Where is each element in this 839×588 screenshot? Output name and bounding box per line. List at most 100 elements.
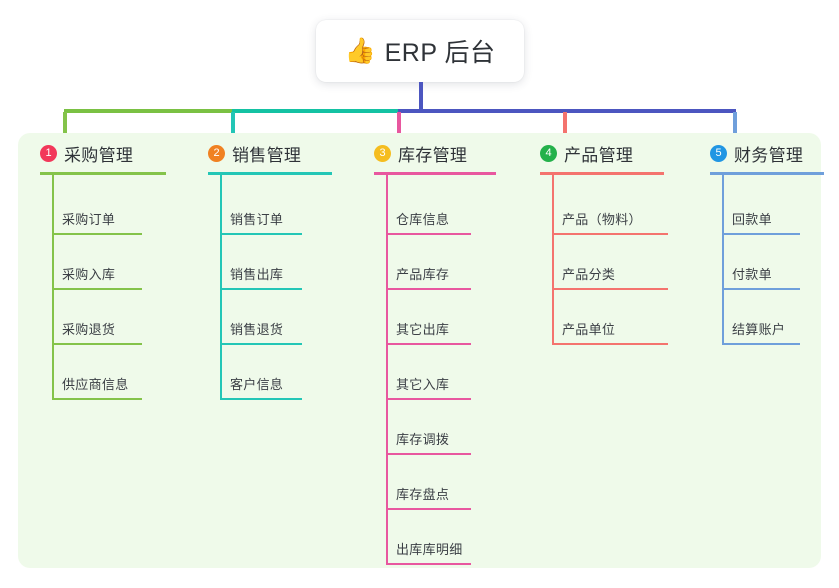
root-connector-line (419, 82, 423, 112)
branch-leaf-item[interactable]: 产品库存 (386, 244, 471, 290)
connector-drop-3 (397, 112, 401, 142)
branch-leaf-item[interactable]: 采购订单 (52, 189, 142, 235)
branch-leaf-label: 产品库存 (396, 267, 450, 282)
branch-number-badge: 5 (710, 145, 727, 162)
branch-leaf-label: 仓库信息 (396, 212, 450, 227)
thumbs-up-icon: 👍 (344, 36, 376, 65)
branch-leaf-item[interactable]: 销售出库 (220, 244, 302, 290)
branch-leaf-label: 产品（物料） (562, 212, 642, 227)
branch-leaf-item[interactable]: 采购入库 (52, 244, 142, 290)
branch-header-4[interactable]: 4 产品管理 (540, 141, 633, 166)
branch-leaf-item[interactable]: 付款单 (722, 244, 800, 290)
branch-leaf-rule (220, 288, 302, 290)
branch-leaf-rule (722, 343, 800, 345)
branch-leaf-item[interactable]: 回款单 (722, 189, 800, 235)
branch-leaf-rule (386, 563, 471, 565)
branch-leaf-label: 销售订单 (230, 212, 284, 227)
branch-header-3[interactable]: 3 库存管理 (374, 141, 467, 166)
branch-leaf-item[interactable]: 采购退货 (52, 299, 142, 345)
branch-leaf-label: 采购退货 (62, 322, 116, 337)
branch-spine (52, 175, 54, 400)
branch-leaf-item[interactable]: 销售订单 (220, 189, 302, 235)
branch-leaf-label: 付款单 (732, 267, 772, 282)
branch-panel: 1 采购管理采购订单采购入库采购退货供应商信息 2 销售管理销售订单销售出库销售退货客… (18, 133, 824, 568)
branch-leaf-label: 产品分类 (562, 267, 616, 282)
branch-column-4: 4 产品管理产品（物料） 产品分类产品单位 (540, 133, 710, 568)
branch-spine (722, 175, 724, 345)
root-node[interactable]: 👍 ERP 后台 (316, 20, 524, 82)
branch-title: 采购管理 (64, 146, 134, 165)
branch-column-2: 2 销售管理销售订单销售出库销售退货客户信息 (208, 133, 378, 568)
branch-leaf-rule (722, 233, 800, 235)
branch-number-badge: 1 (40, 145, 57, 162)
branch-header-rule (540, 172, 664, 175)
branch-leaf-label: 供应商信息 (62, 377, 129, 392)
branch-leaf-item[interactable]: 客户信息 (220, 354, 302, 400)
branch-leaf-item[interactable]: 出库库明细 (386, 519, 471, 565)
branch-leaf-label: 产品单位 (562, 322, 616, 337)
branch-leaf-label: 客户信息 (230, 377, 284, 392)
branch-leaf-item[interactable]: 供应商信息 (52, 354, 142, 400)
branch-leaf-item[interactable]: 其它出库 (386, 299, 471, 345)
branch-leaf-item[interactable]: 产品（物料） (552, 189, 668, 235)
branch-header-rule (208, 172, 332, 175)
branch-leaf-rule (386, 398, 471, 400)
connector-drop-4 (563, 112, 567, 142)
branch-header-rule (710, 172, 824, 175)
connector-drop-2 (231, 112, 235, 142)
branch-leaf-rule (52, 343, 142, 345)
branch-leaf-rule (552, 233, 668, 235)
branch-spine (220, 175, 222, 400)
connector-segment-2 (232, 109, 398, 113)
branch-spine (386, 175, 388, 565)
branch-leaf-item[interactable]: 其它入库 (386, 354, 471, 400)
branch-leaf-label: 采购入库 (62, 267, 116, 282)
branch-leaf-item[interactable]: 库存调拨 (386, 409, 471, 455)
branch-header-rule (374, 172, 496, 175)
branch-leaf-label: 出库库明细 (396, 542, 463, 557)
branch-leaf-rule (220, 233, 302, 235)
branch-number-badge: 4 (540, 145, 557, 162)
branch-leaf-label: 库存盘点 (396, 487, 450, 502)
branch-leaf-label: 销售退货 (230, 322, 284, 337)
branch-title: 销售管理 (232, 146, 302, 165)
branch-leaf-rule (386, 453, 471, 455)
branch-leaf-label: 其它出库 (396, 322, 450, 337)
branch-leaf-item[interactable]: 结算账户 (722, 299, 800, 345)
branch-leaf-label: 结算账户 (732, 322, 786, 337)
branch-spine (552, 175, 554, 345)
branch-leaf-rule (552, 343, 668, 345)
connector-drop-1 (63, 112, 67, 142)
branch-leaf-item[interactable]: 产品单位 (552, 299, 668, 345)
branch-leaf-label: 销售出库 (230, 267, 284, 282)
branch-leaf-rule (722, 288, 800, 290)
branch-leaf-label: 采购订单 (62, 212, 116, 227)
connector-segment-1 (64, 109, 232, 113)
connector-segment-3 (398, 109, 736, 113)
root-node-title: ERP 后台 (384, 39, 496, 67)
branch-leaf-rule (386, 508, 471, 510)
branch-leaf-item[interactable]: 产品分类 (552, 244, 668, 290)
branch-leaf-rule (386, 233, 471, 235)
branch-leaf-label: 库存调拨 (396, 432, 450, 447)
branch-leaf-label: 其它入库 (396, 377, 450, 392)
branch-title: 产品管理 (564, 146, 634, 165)
branch-header-1[interactable]: 1 采购管理 (40, 141, 133, 166)
branch-leaf-rule (552, 288, 668, 290)
branch-leaf-item[interactable]: 库存盘点 (386, 464, 471, 510)
branch-leaf-item[interactable]: 仓库信息 (386, 189, 471, 235)
branch-title: 库存管理 (398, 146, 468, 165)
branch-leaf-rule (52, 398, 142, 400)
branch-leaf-item[interactable]: 销售退货 (220, 299, 302, 345)
branch-number-badge: 3 (374, 145, 391, 162)
branch-leaf-rule (386, 343, 471, 345)
connector-drop-5 (733, 112, 737, 142)
branch-leaf-label: 回款单 (732, 212, 772, 227)
branch-header-2[interactable]: 2 销售管理 (208, 141, 301, 166)
branch-leaf-rule (52, 233, 142, 235)
branch-header-rule (40, 172, 166, 175)
branch-number-badge: 2 (208, 145, 225, 162)
branch-leaf-rule (220, 398, 302, 400)
